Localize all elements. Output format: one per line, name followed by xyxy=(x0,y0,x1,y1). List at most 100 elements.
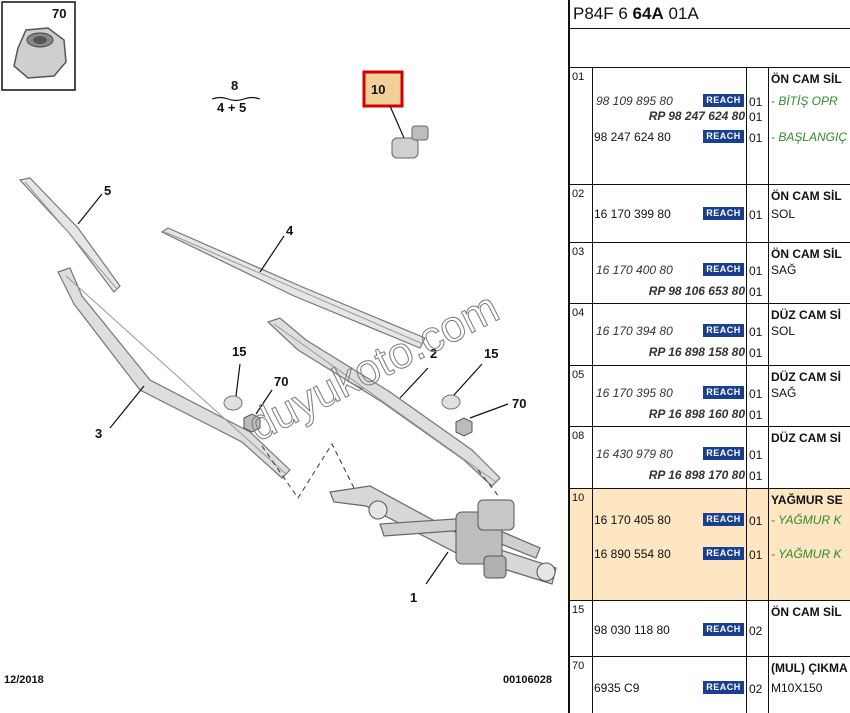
parts-list-panel: P84F 6 64A 01A 01 ÖN CAM SİL 98 109 895 80… xyxy=(570,0,850,713)
column-divider xyxy=(768,185,769,243)
group-code: 04 xyxy=(572,307,585,319)
reach-badge: REACH xyxy=(703,94,744,107)
group-description: DÜZ CAM Sİ xyxy=(771,370,841,384)
part-4-blade[interactable]: 4 xyxy=(160,223,426,349)
part-number[interactable]: 16 430 979 80 xyxy=(596,447,673,461)
part-note: - YAĞMUR K xyxy=(771,547,842,561)
part-number[interactable]: 6935 C9 xyxy=(594,681,640,695)
column-divider xyxy=(746,427,747,489)
callout-70-left: 70 xyxy=(274,374,288,389)
part-70-nut-right[interactable]: 70 xyxy=(455,396,526,437)
column-divider xyxy=(592,366,593,427)
column-divider xyxy=(592,304,593,366)
part-line[interactable]: RP 16 898 170 80 01 xyxy=(570,468,850,484)
header-suffix: 01A xyxy=(663,4,699,23)
header-group-code: 64A xyxy=(632,4,664,23)
part-3-wiper-arm[interactable]: 3 xyxy=(57,267,291,479)
dashed-guide-left xyxy=(261,442,361,501)
column-divider xyxy=(768,68,769,185)
part-note: M10X150 xyxy=(771,681,823,695)
callout-4: 4 xyxy=(286,223,294,238)
part-quantity: 01 xyxy=(749,469,763,483)
column-divider xyxy=(768,304,769,366)
reach-badge: REACH xyxy=(703,513,744,526)
column-divider xyxy=(592,243,593,304)
part-number[interactable]: 16 170 400 80 xyxy=(596,263,673,277)
part-1-wiper-linkage-motor[interactable]: 1 xyxy=(329,485,557,605)
reach-badge: REACH xyxy=(703,681,744,694)
part-number[interactable]: RP 98 247 624 80 xyxy=(648,109,745,123)
callout-10-highlight xyxy=(362,70,404,108)
diagram-ref-number: 00106028 xyxy=(503,674,552,686)
part-group-01[interactable]: 01 ÖN CAM SİL 98 109 895 80 REACH 01 - BİTİŞ … xyxy=(570,67,850,185)
part-quantity: 02 xyxy=(749,624,763,638)
part-number[interactable]: RP 16 898 160 80 xyxy=(648,407,745,421)
part-2-wiper-arm[interactable]: 2 xyxy=(266,317,501,487)
callout-3: 3 xyxy=(95,426,102,441)
part-number[interactable]: 16 170 405 80 xyxy=(594,513,671,527)
part-70-nut-left[interactable]: 70 xyxy=(243,374,288,433)
group-description: DÜZ CAM Sİ xyxy=(771,308,841,322)
part-15-cap-right[interactable]: 15 xyxy=(441,346,498,410)
nut-thumbnail[interactable]: 70 xyxy=(1,1,76,91)
group-description: ÖN CAM SİL xyxy=(771,605,842,619)
part-number[interactable]: 98 247 624 80 xyxy=(594,130,671,144)
part-number[interactable]: 16 170 394 80 xyxy=(596,324,673,338)
part-number[interactable]: 16 170 399 80 xyxy=(594,207,671,221)
part-note: - YAĞMUR K xyxy=(771,513,842,527)
column-divider xyxy=(592,657,593,713)
part-5-blade[interactable]: 5 xyxy=(18,177,121,293)
part-number[interactable]: RP 16 898 158 80 xyxy=(648,345,745,359)
group-code: 01 xyxy=(572,71,585,83)
part-number[interactable]: RP 16 898 170 80 xyxy=(648,468,745,482)
part-number[interactable]: 98 030 118 80 xyxy=(594,623,670,637)
reach-badge: REACH xyxy=(703,130,744,143)
part-number[interactable]: RP 98 106 653 80 xyxy=(648,284,745,298)
group-code: 05 xyxy=(572,369,585,381)
rain-sensor-callout[interactable]: 10 xyxy=(362,70,429,159)
reach-badge: REACH xyxy=(703,207,744,220)
column-divider xyxy=(768,427,769,489)
callout-4-plus-5: 4 + 5 xyxy=(217,100,246,115)
diagram-date: 12/2018 xyxy=(4,674,44,686)
part-15-cap-left[interactable]: 15 xyxy=(223,344,246,411)
header-prefix: P84F 6 xyxy=(573,4,633,23)
callout-15-right: 15 xyxy=(484,346,498,361)
reach-badge: REACH xyxy=(703,547,744,560)
reach-badge: REACH xyxy=(703,447,744,460)
column-divider xyxy=(746,601,747,657)
part-note: - BİTİŞ OPR xyxy=(771,94,838,108)
group-description: ÖN CAM SİL xyxy=(771,72,842,86)
part-number[interactable]: 98 109 895 80 xyxy=(596,94,673,108)
callout-70-box: 70 xyxy=(52,6,66,21)
part-quantity: 01 xyxy=(749,131,763,145)
column-divider xyxy=(768,657,769,713)
part-quantity: 01 xyxy=(749,264,763,278)
group-code: 08 xyxy=(572,430,585,442)
part-number[interactable]: 16 170 395 80 xyxy=(596,386,673,400)
part-number[interactable]: 16 890 554 80 xyxy=(594,547,671,561)
